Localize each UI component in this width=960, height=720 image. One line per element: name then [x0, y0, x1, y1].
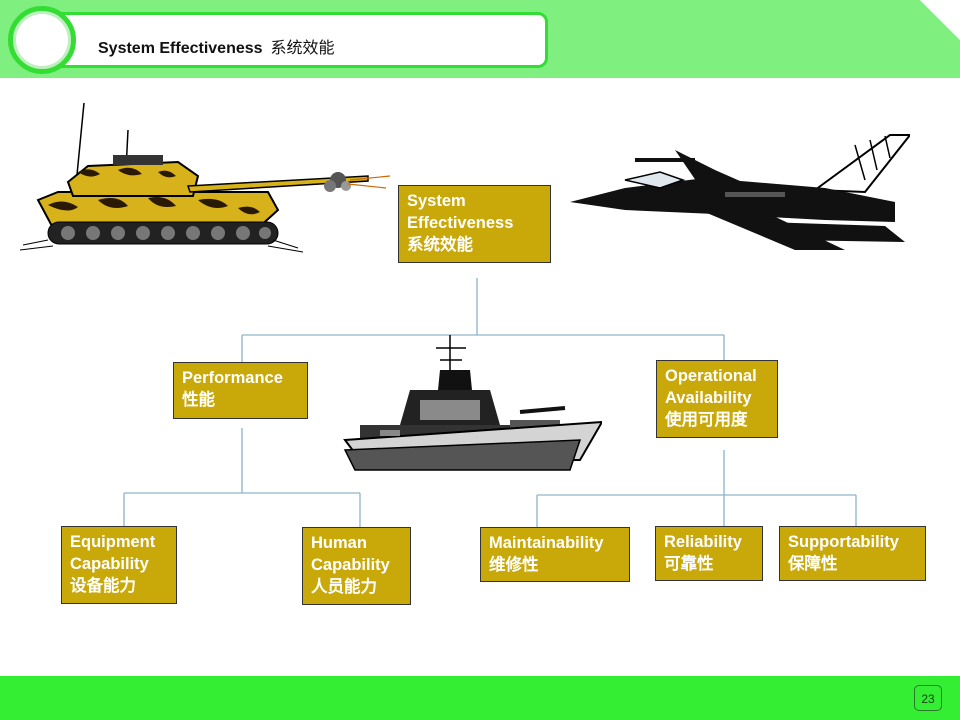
- node-system-effectiveness: System Effectiveness 系统效能: [398, 185, 551, 263]
- node-label: Effectiveness: [407, 214, 514, 232]
- node-label-chinese: 可靠性: [664, 555, 714, 573]
- node-label-chinese: 维修性: [489, 556, 539, 574]
- warship-icon: [343, 335, 602, 471]
- node-performance: Performance 性能: [173, 362, 308, 419]
- node-label: Equipment: [70, 533, 156, 551]
- node-label-chinese: 保障性: [788, 555, 838, 573]
- node-label-chinese: 系统效能: [407, 236, 473, 254]
- node-label: Supportability: [788, 533, 899, 551]
- node-label: Capability: [311, 556, 390, 574]
- node-label-chinese: 人员能力: [311, 578, 377, 596]
- node-label: Capability: [70, 555, 149, 573]
- node-human-capability: Human Capability 人员能力: [302, 527, 411, 605]
- node-reliability: Reliability 可靠性: [655, 526, 763, 581]
- node-supportability: Supportability 保障性: [779, 526, 926, 581]
- page-number: 23: [914, 685, 942, 711]
- node-label: Maintainability: [489, 534, 604, 552]
- title-english: System Effectiveness: [98, 40, 263, 57]
- slide-title: System Effectiveness 系统效能: [98, 34, 335, 58]
- node-label: Human: [311, 534, 367, 552]
- node-label: System: [407, 192, 466, 210]
- node-maintainability: Maintainability 维修性: [480, 527, 630, 582]
- title-circle-ornament: [8, 6, 76, 74]
- node-label: Performance: [182, 369, 283, 387]
- title-chinese: 系统效能: [270, 38, 335, 57]
- node-label: Reliability: [664, 533, 742, 551]
- title-banner: [52, 12, 548, 68]
- node-label: Availability: [665, 389, 752, 407]
- node-equipment-capability: Equipment Capability 设备能力: [61, 526, 177, 604]
- node-label-chinese: 使用可用度: [665, 411, 748, 429]
- fighter-jet-icon: [570, 134, 910, 250]
- node-operational-availability: Operational Availability 使用可用度: [656, 360, 778, 438]
- tank-icon: [19, 102, 391, 253]
- node-label: Operational: [665, 367, 757, 385]
- footer-band: [0, 676, 960, 720]
- node-label-chinese: 设备能力: [70, 577, 136, 595]
- node-label-chinese: 性能: [182, 391, 215, 409]
